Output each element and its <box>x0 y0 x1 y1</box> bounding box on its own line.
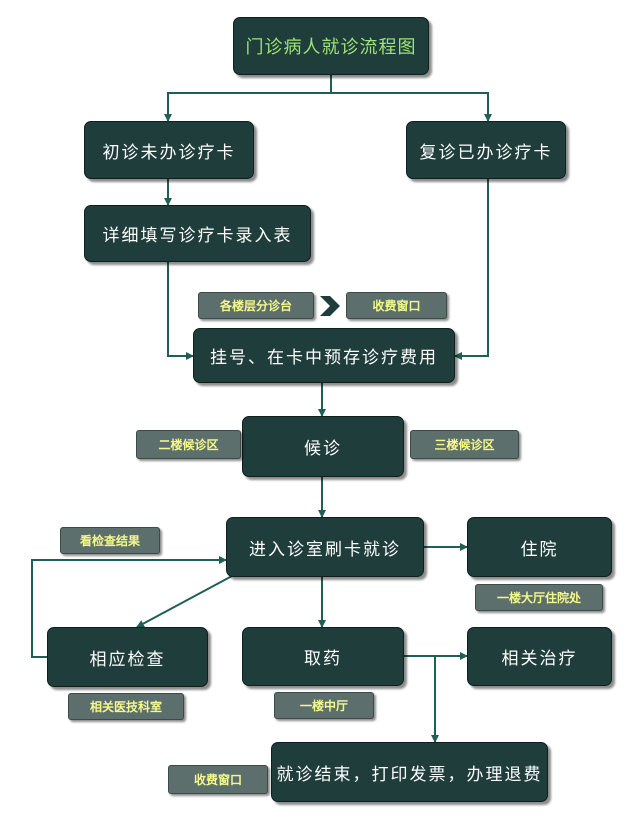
flowchart-title: 门诊病人就诊流程图 <box>233 17 429 75</box>
node-treatment: 相关治疗 <box>467 627 612 686</box>
node-examination: 相应检查 <box>47 627 208 687</box>
tag-waiting-2f: 二楼候诊区 <box>136 430 241 459</box>
tag-cashier-top: 收费窗口 <box>346 292 447 319</box>
tag-chinese-pharmacy: 一楼中厅 <box>274 692 374 719</box>
tag-medtech-dept: 相关医技科室 <box>68 693 184 720</box>
node-finish: 就诊结束，打印发票，办理退费 <box>271 742 548 802</box>
connector-consult-exam <box>136 575 233 628</box>
node-hospitalize: 住院 <box>467 517 612 577</box>
connector-title-return <box>331 92 492 122</box>
tag-waiting-3f: 三楼候诊区 <box>410 430 519 459</box>
connector-form-register <box>167 262 194 360</box>
node-register: 挂号、在卡中预存诊疗费用 <box>193 328 455 383</box>
node-fill-form: 详细填写诊疗卡录入表 <box>84 205 311 262</box>
connector-exam-return <box>31 556 227 658</box>
node-first-visit: 初诊未办诊疗卡 <box>84 121 254 179</box>
node-pharmacy: 取药 <box>242 627 404 686</box>
node-return-visit: 复诊已办诊疗卡 <box>406 121 566 179</box>
connector-title-split <box>164 75 332 122</box>
tag-view-results: 看检查结果 <box>60 527 160 554</box>
tag-admission-hall: 一楼大厅住院处 <box>475 584 603 611</box>
node-consult: 进入诊室刷卡就诊 <box>226 517 424 577</box>
tag-cashier-bottom: 收费窗口 <box>168 765 268 794</box>
tag-triage: 各楼层分诊台 <box>198 292 314 319</box>
connector-return-register <box>454 179 489 360</box>
node-waiting: 候诊 <box>242 416 404 477</box>
chevron-right-icon <box>320 296 340 316</box>
